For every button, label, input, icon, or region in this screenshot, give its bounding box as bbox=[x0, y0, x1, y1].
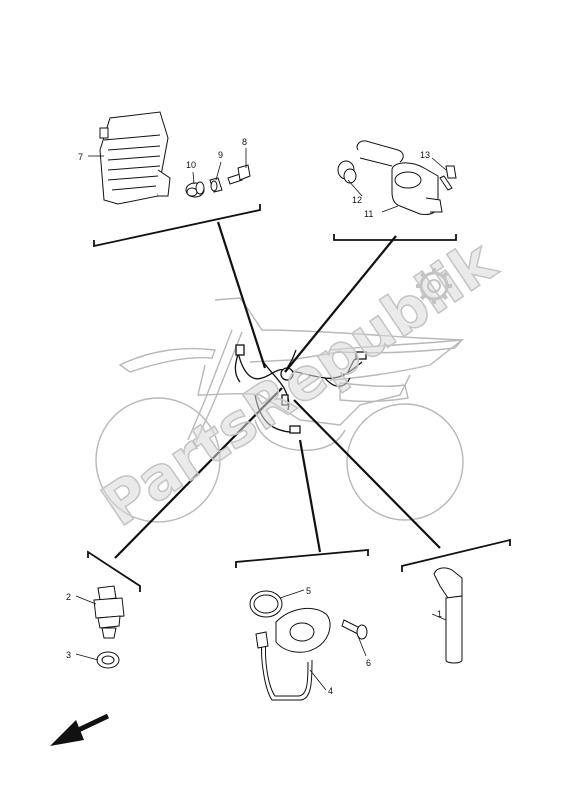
leader-top-left bbox=[216, 221, 267, 369]
callout-3: 3 bbox=[66, 650, 71, 660]
motorcycle-outline bbox=[95, 297, 465, 523]
grommet bbox=[185, 181, 205, 198]
callout-11: 11 bbox=[364, 209, 373, 219]
callout-9: 9 bbox=[218, 150, 223, 160]
callouts bbox=[75, 148, 447, 691]
ignition-coil bbox=[356, 140, 443, 215]
engine-case bbox=[254, 419, 346, 452]
coil-grommet bbox=[337, 160, 357, 184]
callout-1: 1 bbox=[437, 609, 442, 619]
coil-bolt bbox=[439, 165, 457, 191]
callout-4: 4 bbox=[328, 686, 333, 696]
arrow-down-left-icon bbox=[50, 713, 110, 746]
callout-6: 6 bbox=[366, 658, 371, 668]
bracket-bottom-left bbox=[87, 550, 141, 592]
front-fork bbox=[187, 329, 243, 443]
front-fender bbox=[118, 347, 216, 373]
spark-plug-cap bbox=[433, 567, 463, 664]
leader-top-right bbox=[284, 235, 397, 373]
gasket-washer bbox=[96, 651, 120, 669]
screw-6 bbox=[341, 619, 368, 640]
leader-lines bbox=[114, 221, 441, 559]
bracket-bottom-right bbox=[401, 538, 511, 572]
leader-bottom-right bbox=[293, 399, 441, 549]
group-brackets bbox=[87, 204, 511, 592]
gear-icon bbox=[416, 268, 452, 304]
cdi-unit bbox=[99, 111, 171, 205]
temperature-sensor bbox=[93, 585, 125, 639]
side-panel bbox=[339, 382, 409, 403]
collar bbox=[209, 177, 223, 193]
callout-5: 5 bbox=[306, 586, 311, 596]
bracket-top-right bbox=[333, 234, 457, 241]
bracket-bottom-center bbox=[235, 549, 369, 568]
fuel-tank bbox=[214, 297, 464, 363]
callout-7: 7 bbox=[78, 152, 83, 162]
bolt-8 bbox=[227, 164, 251, 185]
callout-12: 12 bbox=[352, 195, 362, 205]
leader-bottom-center bbox=[298, 439, 322, 553]
frame-lower bbox=[197, 364, 411, 426]
watermark: PartsRepublik bbox=[89, 226, 509, 541]
rear-wheel bbox=[346, 403, 464, 521]
leader-bottom-left bbox=[114, 387, 283, 559]
callout-8: 8 bbox=[242, 137, 247, 147]
rear-fender bbox=[329, 339, 465, 381]
front-wheel bbox=[95, 397, 221, 523]
callout-13: 13 bbox=[420, 150, 430, 160]
callout-10: 10 bbox=[186, 160, 196, 170]
callout-2: 2 bbox=[66, 592, 71, 602]
neutral-switch bbox=[255, 607, 331, 701]
o-ring bbox=[249, 590, 283, 618]
bracket-top-left bbox=[93, 204, 261, 248]
